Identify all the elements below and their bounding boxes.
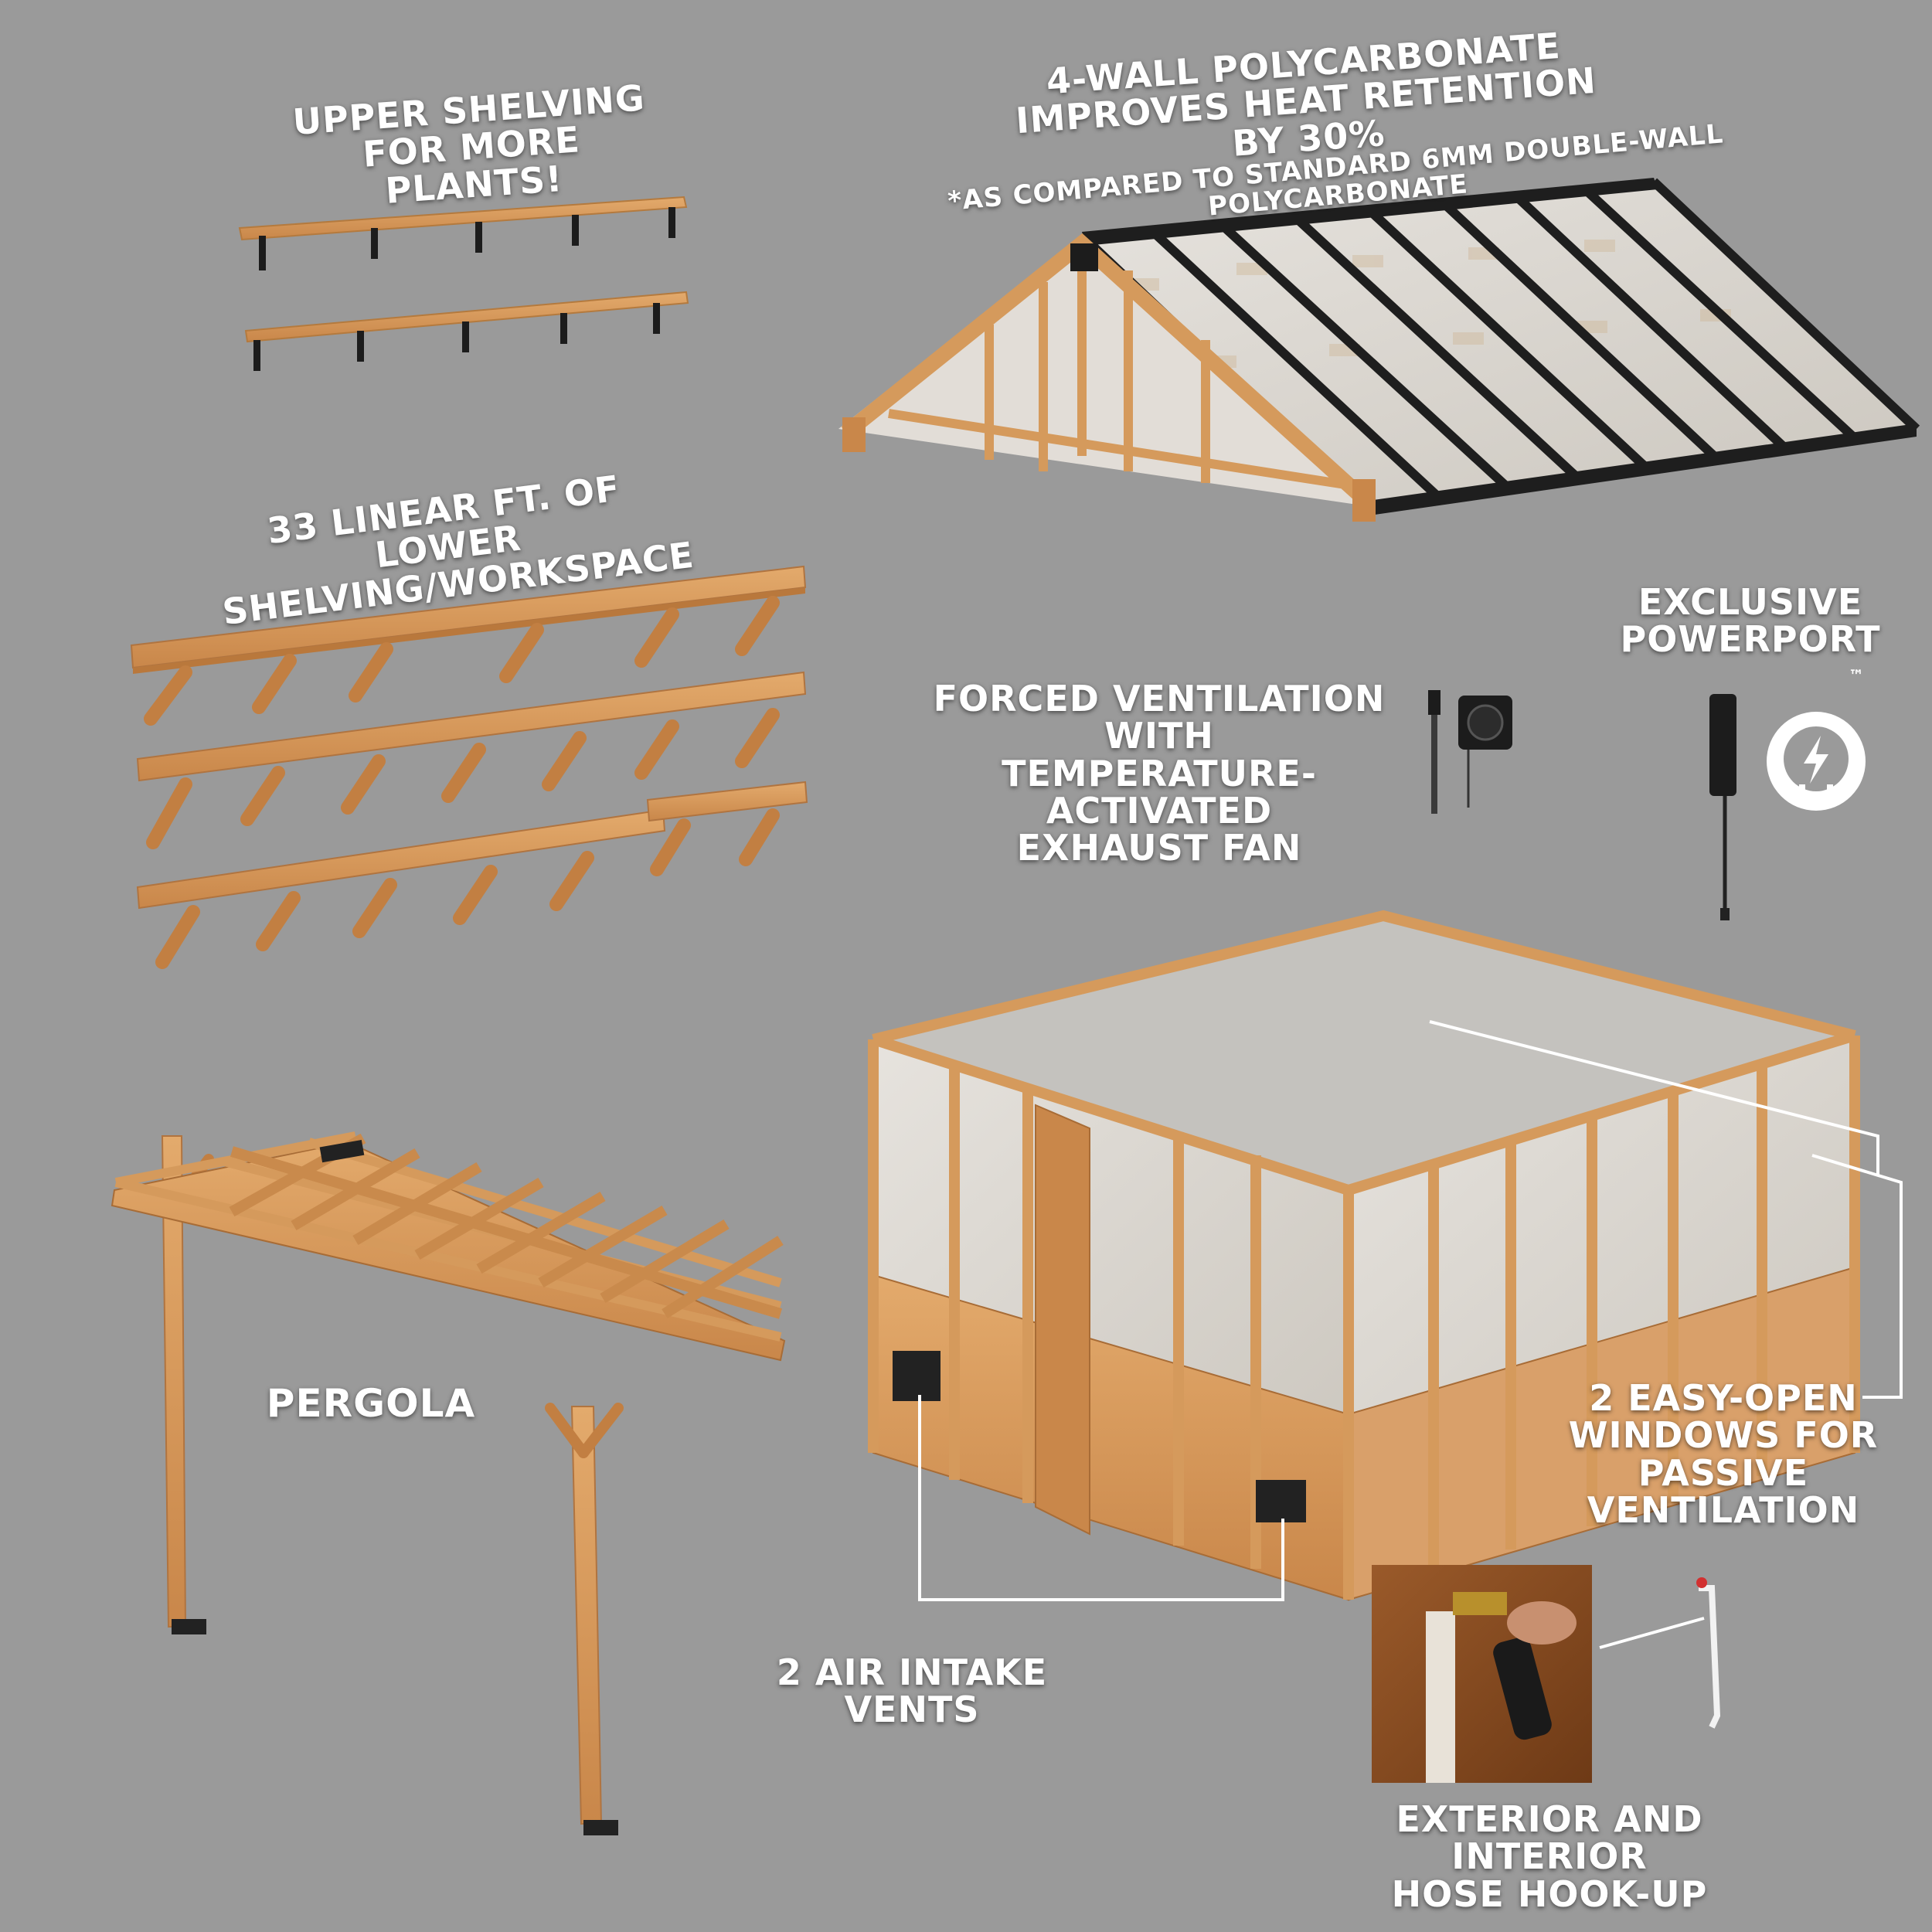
exhaust-fan-icon bbox=[1428, 690, 1512, 814]
greenhouse-base bbox=[868, 910, 1860, 1601]
lower-shelf-2 bbox=[136, 671, 807, 849]
power-plug-icon bbox=[1709, 694, 1866, 920]
hose-spigot-photo bbox=[1372, 1565, 1592, 1783]
pergola-label: PERGOLA bbox=[266, 1381, 476, 1426]
vents-label: 2 AIR INTAKE VENTS bbox=[776, 1651, 1048, 1731]
upper-shelf-2 bbox=[244, 291, 689, 371]
pergola-structure bbox=[111, 1131, 786, 1835]
lower-shelf-3 bbox=[136, 781, 808, 969]
hose-pipe-icon bbox=[1696, 1577, 1721, 1729]
callout-lines bbox=[918, 1020, 1903, 1649]
lower-shelf-1 bbox=[130, 565, 807, 726]
trademark-symbol: ™ bbox=[1849, 666, 1864, 685]
upper-shelf-1 bbox=[238, 196, 688, 270]
polycarbonate-roof bbox=[838, 178, 1920, 522]
